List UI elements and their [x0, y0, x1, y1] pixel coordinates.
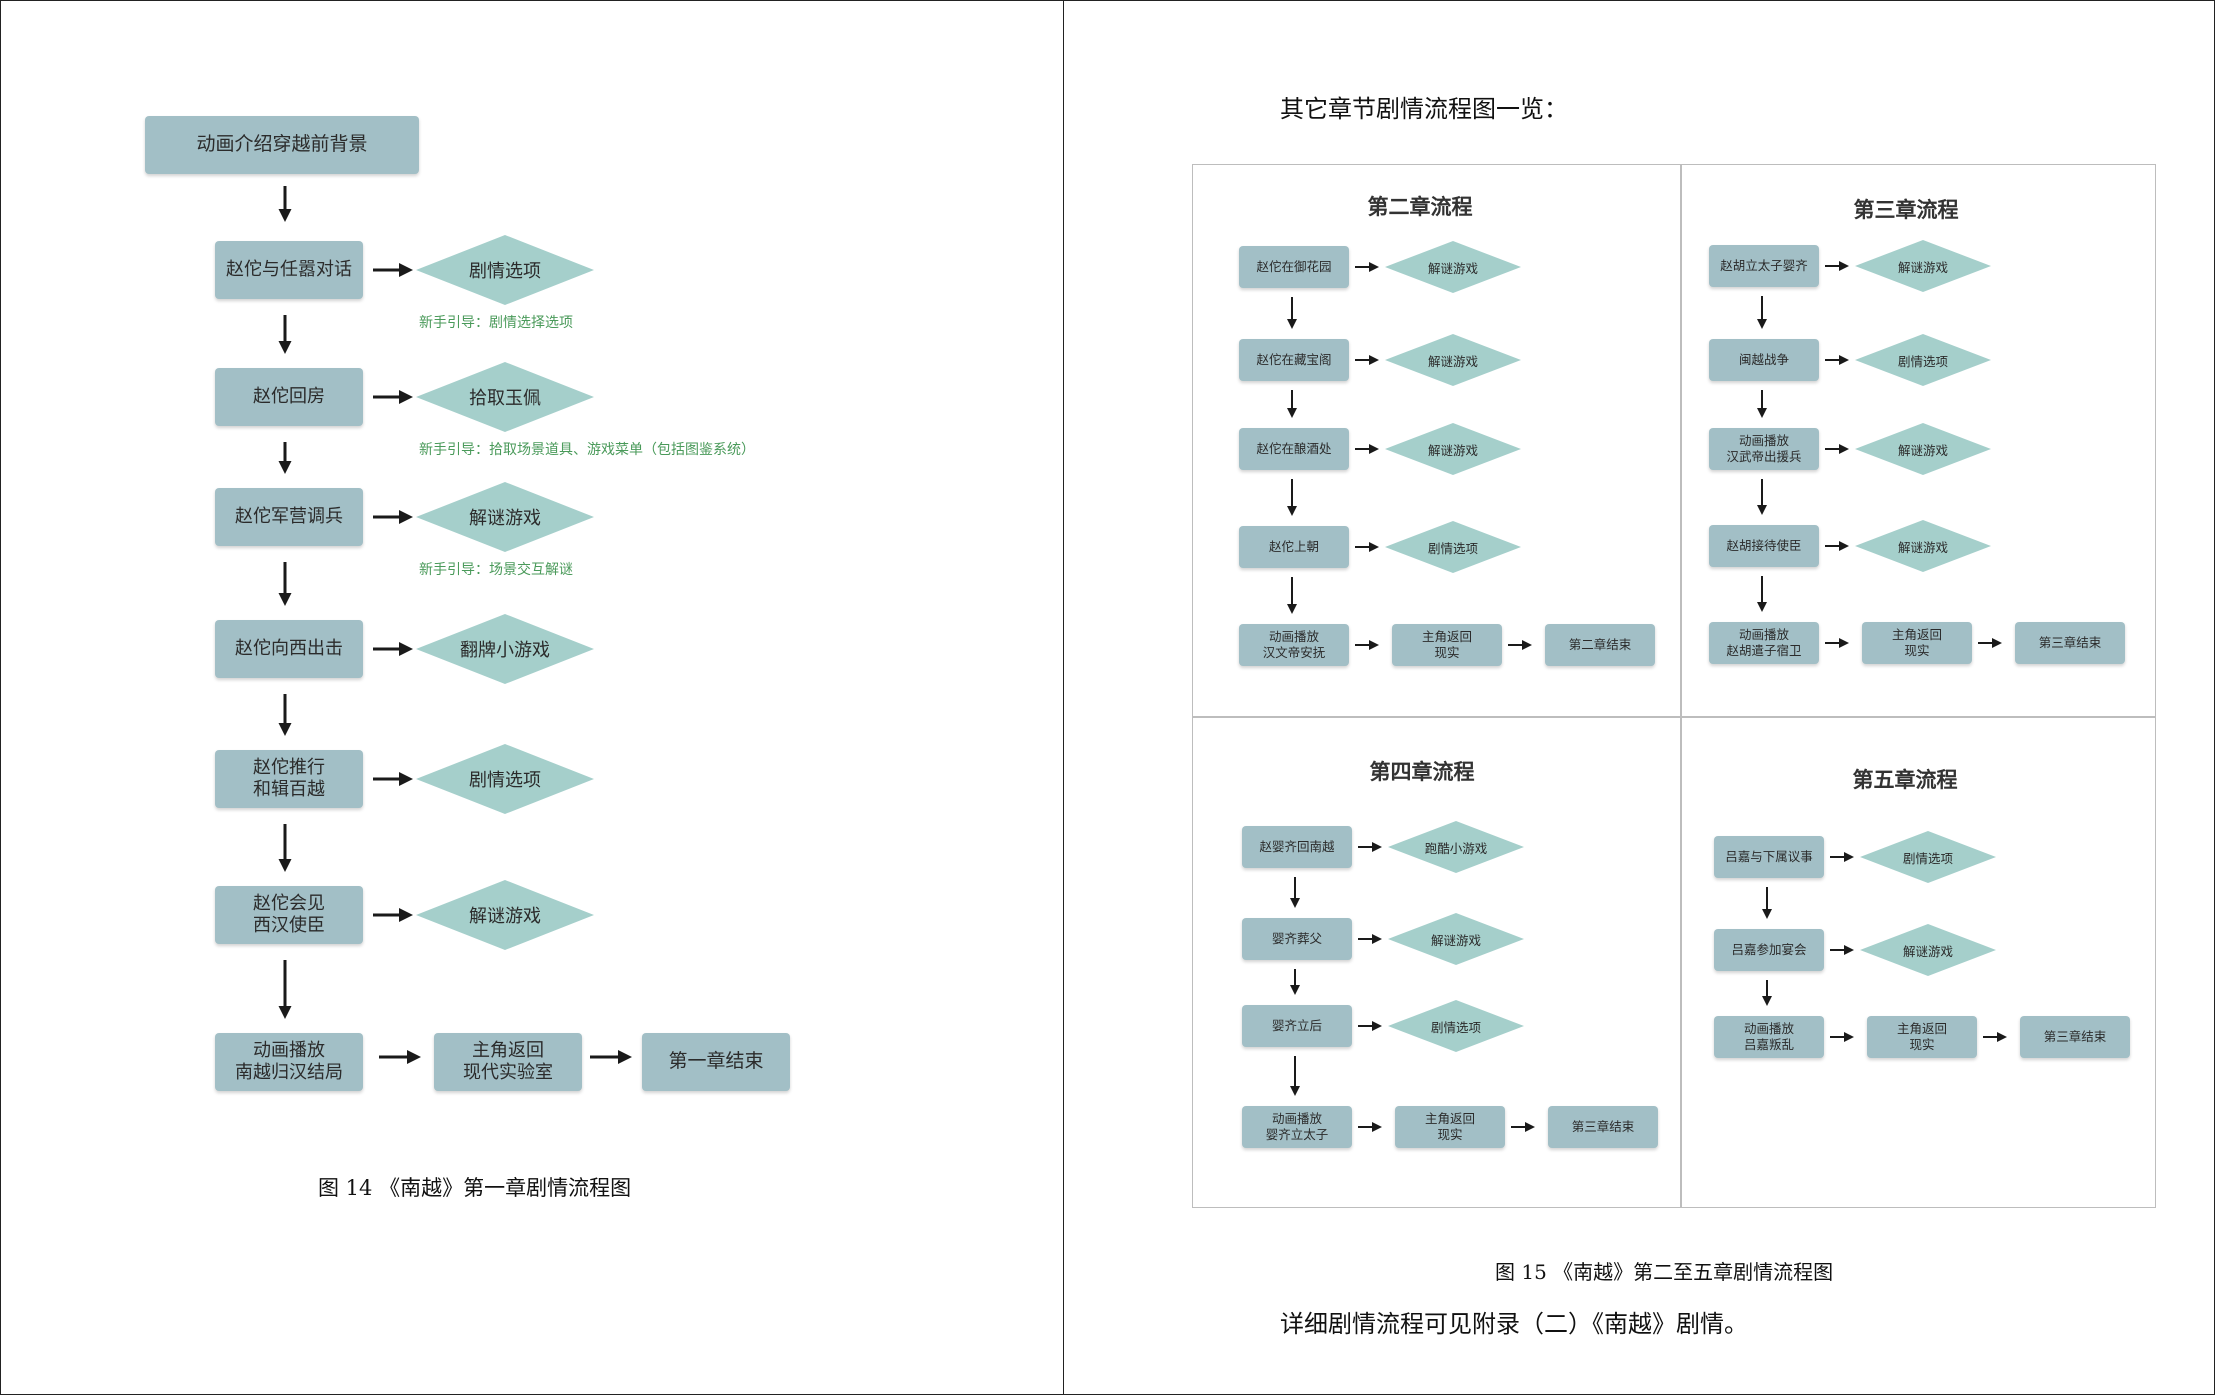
step-box: 赵婴齐回南越 — [1242, 826, 1352, 868]
end-box: 动画播放 汉文帝安抚 — [1239, 624, 1349, 666]
end-box: 动画播放 南越归汉结局 — [215, 1033, 363, 1091]
figure-15-frame — [1192, 164, 2156, 1208]
step-box: 赵佗在御花园 — [1239, 246, 1349, 288]
right-page — [1063, 0, 2215, 1395]
step-box: 赵佗回房 — [215, 368, 363, 426]
end-box: 主角返回 现实 — [1392, 624, 1502, 666]
end-box: 第三章结束 — [1548, 1106, 1658, 1148]
step-box: 赵佗在酿酒处 — [1239, 428, 1349, 470]
end-box: 第三章结束 — [2015, 622, 2125, 664]
step-box: 闽越战争 — [1709, 339, 1819, 381]
end-box: 第一章结束 — [642, 1033, 790, 1091]
step-box: 赵胡接待使臣 — [1709, 525, 1819, 567]
left-page — [0, 0, 1066, 1395]
panel-divider-horizontal — [1192, 716, 2156, 718]
end-box: 第三章结束 — [2020, 1016, 2130, 1058]
step-box: 赵佗与任嚣对话 — [215, 241, 363, 299]
panel-title: 第五章流程 — [1852, 768, 1958, 792]
step-box: 动画播放 汉武帝出援兵 — [1709, 428, 1819, 470]
end-box: 主角返回 现实 — [1867, 1016, 1977, 1058]
step-box: 婴齐葬父 — [1242, 918, 1352, 960]
panel-divider-vertical — [1680, 164, 1682, 1208]
step-box: 赵佗会见 西汉使臣 — [215, 886, 363, 944]
right-page-intro: 其它章节剧情流程图一览： — [1280, 95, 1568, 123]
panel-title: 第二章流程 — [1367, 195, 1473, 219]
end-box: 主角返回 现实 — [1395, 1106, 1505, 1148]
tutorial-note: 新手引导：拾取场景道具、游戏菜单（包括图鉴系统） — [419, 442, 755, 458]
start-box: 动画介绍穿越前背景 — [145, 116, 419, 174]
figure-15-caption: 图 15 《南越》第二至五章剧情流程图 — [1495, 1260, 1834, 1284]
tutorial-note: 新手引导：剧情选择选项 — [419, 315, 573, 331]
step-box: 赵佗军营调兵 — [215, 488, 363, 546]
panel-title: 第三章流程 — [1853, 198, 1959, 222]
step-box: 赵胡立太子婴齐 — [1709, 245, 1819, 287]
step-box: 赵佗推行 和辑百越 — [215, 750, 363, 808]
step-box: 赵佗上朝 — [1239, 526, 1349, 568]
end-box: 第二章结束 — [1545, 624, 1655, 666]
step-box: 赵佗向西出击 — [215, 620, 363, 678]
end-box: 动画播放 赵胡遣子宿卫 — [1709, 622, 1819, 664]
end-box: 主角返回 现代实验室 — [434, 1033, 582, 1091]
end-box: 动画播放 吕嘉叛乱 — [1714, 1016, 1824, 1058]
step-box: 婴齐立后 — [1242, 1005, 1352, 1047]
figure-14-caption: 图 14 《南越》第一章剧情流程图 — [318, 1176, 632, 1200]
panel-title: 第四章流程 — [1369, 760, 1475, 784]
step-box: 吕嘉参加宴会 — [1714, 929, 1824, 971]
end-box: 主角返回 现实 — [1862, 622, 1972, 664]
right-page-footer: 详细剧情流程可见附录（二）《南越》剧情。 — [1280, 1310, 1748, 1338]
tutorial-note: 新手引导：场景交互解谜 — [419, 562, 573, 578]
end-box: 动画播放 婴齐立太子 — [1242, 1106, 1352, 1148]
step-box: 吕嘉与下属议事 — [1714, 836, 1824, 878]
step-box: 赵佗在藏宝阁 — [1239, 339, 1349, 381]
